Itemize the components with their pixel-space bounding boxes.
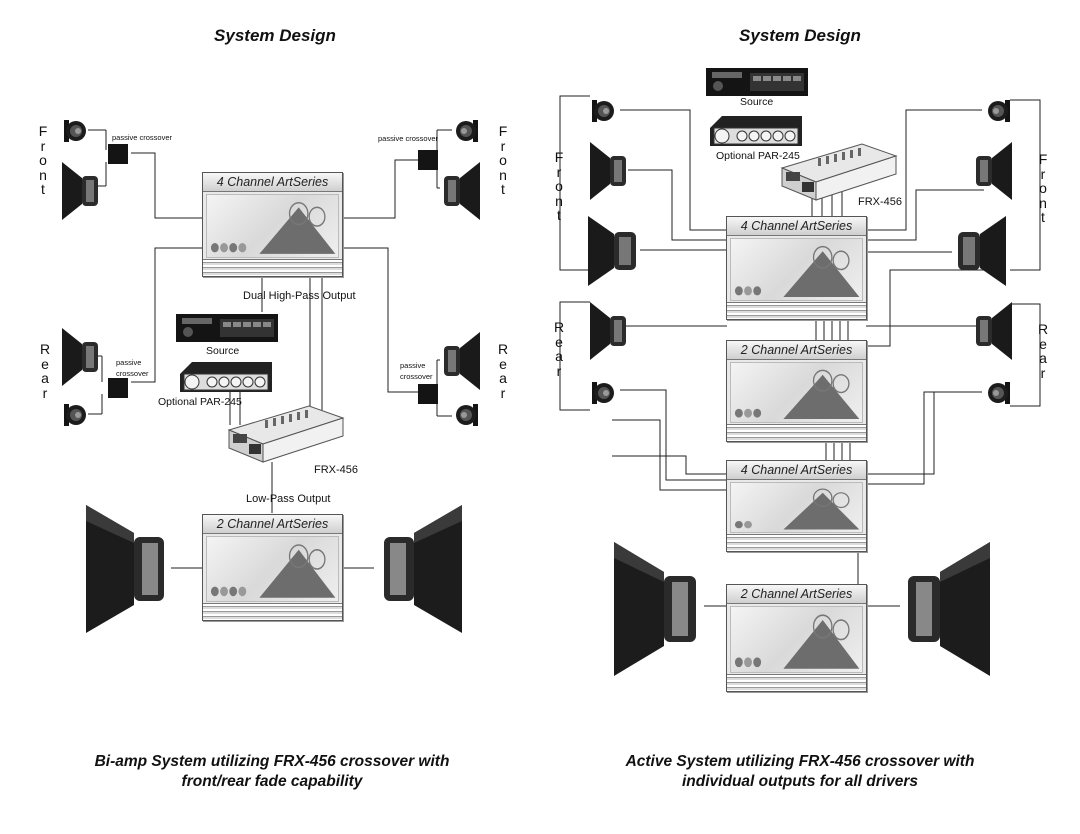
- amp-artwork: [730, 482, 863, 533]
- amp-2-channel-mid: 2 Channel ArtSeries: [726, 340, 867, 442]
- source-label: Source: [206, 345, 240, 357]
- tweeter-rear-right-icon: [988, 382, 1010, 404]
- amp-2-channel-sub: 2 Channel ArtSeries: [726, 584, 867, 692]
- frx-456-crossover-icon: [780, 143, 898, 201]
- amp-4-channel-left: 4 Channel ArtSeries: [202, 172, 343, 277]
- amp-label: 4 Channel ArtSeries: [727, 461, 866, 480]
- amp-artwork: [206, 536, 339, 602]
- right-title: System Design: [739, 26, 861, 45]
- left-title: System Design: [214, 26, 336, 45]
- right-caption: Active System utilizing FRX-456 crossove…: [625, 753, 975, 790]
- passive-crossover-rear-left: [108, 378, 128, 398]
- amp-label: 2 Channel ArtSeries: [727, 341, 866, 360]
- amp-4-channel-front: 4 Channel ArtSeries: [726, 216, 867, 320]
- amp-label: 4 Channel ArtSeries: [727, 217, 866, 236]
- tweeter-rear-left-icon: [592, 382, 614, 404]
- woofer-front-right-icon: [444, 162, 480, 220]
- amp-label: 2 Channel ArtSeries: [203, 515, 342, 534]
- tweeter-front-right-icon: [988, 100, 1010, 122]
- tweeter-rear-left-icon: [64, 404, 86, 426]
- woofer-rear-left-icon: [590, 302, 626, 360]
- par-245-label: Optional PAR-245: [158, 396, 242, 408]
- left-caption: Bi-amp System utilizing FRX-456 crossove…: [94, 753, 450, 790]
- crossover-label: crossover: [400, 372, 433, 381]
- passive-crossover-label: passive crossover: [378, 134, 439, 143]
- midbass-front-right-icon: [958, 216, 1006, 286]
- passive-label: passive: [400, 361, 426, 370]
- amp-4-channel-rear: 4 Channel ArtSeries: [726, 460, 867, 552]
- amp-artwork: [730, 238, 863, 301]
- source-label: Source: [740, 96, 774, 108]
- amp-artwork: [730, 606, 863, 673]
- high-pass-label: Dual High-Pass Output: [243, 290, 356, 302]
- woofer-front-left-icon: [590, 142, 626, 200]
- woofer-front-left-icon: [62, 162, 98, 220]
- tweeter-rear-right-icon: [456, 404, 478, 426]
- amp-artwork: [206, 194, 339, 258]
- crossover-label: crossover: [116, 369, 149, 378]
- frx-456-crossover-icon: [227, 405, 345, 463]
- source-head-unit-icon: [176, 314, 278, 342]
- woofer-rear-right-icon: [444, 332, 480, 390]
- passive-crossover-front-left: [108, 144, 128, 164]
- woofer-rear-left-icon: [62, 328, 98, 386]
- amp-label: 2 Channel ArtSeries: [727, 585, 866, 604]
- amp-label: 4 Channel ArtSeries: [203, 173, 342, 192]
- subwoofer-right-icon: [384, 505, 462, 633]
- subwoofer-left-icon: [86, 505, 164, 633]
- tweeter-front-left-icon: [64, 120, 86, 142]
- passive-crossover-rear-right: [418, 384, 438, 404]
- midbass-front-left-icon: [588, 216, 636, 286]
- frx-456-label: FRX-456: [314, 464, 359, 476]
- woofer-front-right-icon: [976, 142, 1012, 200]
- amp-2-channel-left: 2 Channel ArtSeries: [202, 514, 343, 621]
- frx-456-label: FRX-456: [858, 196, 903, 208]
- par-245-icon: [180, 362, 272, 392]
- passive-crossover-front-right: [418, 150, 438, 170]
- low-pass-label: Low-Pass Output: [246, 493, 331, 505]
- subwoofer-left-icon: [614, 542, 696, 676]
- par-245-icon: [710, 116, 802, 146]
- passive-crossover-label: passive crossover: [112, 133, 173, 142]
- tweeter-front-left-icon: [592, 100, 614, 122]
- amp-artwork: [730, 362, 863, 423]
- source-head-unit-icon: [706, 68, 808, 96]
- subwoofer-right-icon: [908, 542, 990, 676]
- woofer-rear-right-icon: [976, 302, 1012, 360]
- tweeter-front-right-icon: [456, 120, 478, 142]
- passive-label: passive: [116, 358, 142, 367]
- par-245-label: Optional PAR-245: [716, 150, 800, 162]
